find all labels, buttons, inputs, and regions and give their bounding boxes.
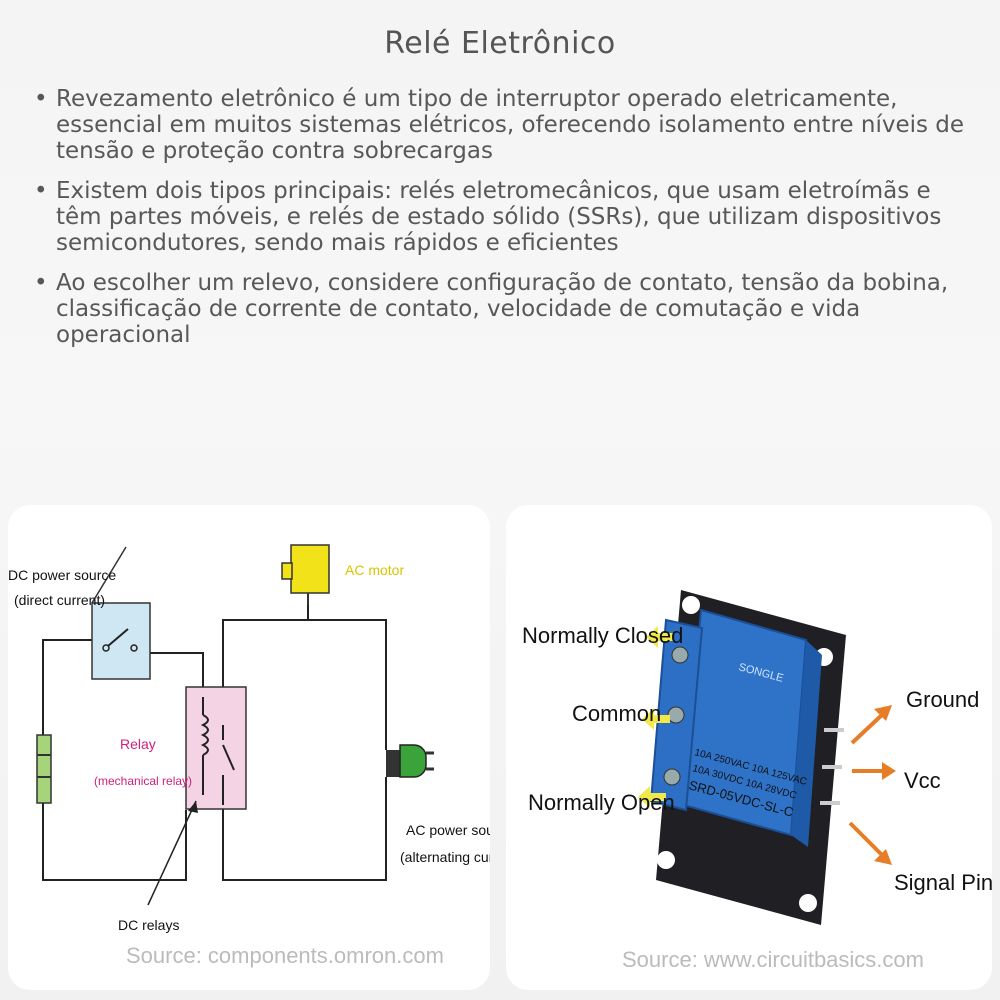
image-source-left: Source: components.omron.com xyxy=(126,943,444,968)
common-label: Common xyxy=(572,701,661,726)
page-title: Relé Eletrônico xyxy=(384,26,616,61)
arrow-icon xyxy=(638,786,666,808)
bullet-dot: • xyxy=(34,86,48,112)
signal-pin-label: Signal Pin xyxy=(894,870,992,895)
arrow-icon xyxy=(848,821,886,859)
relay-sublabel: (mechanical relay) xyxy=(94,774,192,788)
relay-module-image: SONGLE 10A 250VAC 10A 125VAC 10A 30VDC 1… xyxy=(506,505,992,990)
bullet-text: Existem dois tipos principais: relés ele… xyxy=(56,178,942,256)
bullet-text: Revezamento eletrônico é um tipo de inte… xyxy=(56,86,965,164)
ac-motor-icon xyxy=(281,544,330,605)
arrow-icon xyxy=(646,626,674,648)
arrow-icon xyxy=(850,711,886,745)
dc-power-source-sublabel: (direct current) xyxy=(14,592,105,608)
bullet-list: • Revezamento eletrônico é um tipo de int… xyxy=(32,86,972,362)
dc-power-source-label: DC power source xyxy=(8,567,116,583)
image-source-right: Source: www.circuitbasics.com xyxy=(622,947,924,972)
ac-power-source-label: AC power source xyxy=(406,822,490,838)
bullet-dot: • xyxy=(34,270,48,296)
bullet-item: • Revezamento eletrônico é um tipo de int… xyxy=(32,86,972,164)
relay-module-diagram: SONGLE 10A 250VAC 10A 125VAC 10A 30VDC 1… xyxy=(522,590,992,972)
arrow-icon xyxy=(642,708,670,730)
ac-plug-icon xyxy=(386,744,434,778)
bullet-item: • Existem dois tipos principais: relés el… xyxy=(32,178,972,256)
ac-motor-label: AC motor xyxy=(345,562,404,578)
normally-closed-label: Normally Closed xyxy=(522,623,683,648)
relay-label: Relay xyxy=(120,736,156,752)
ground-label: Ground xyxy=(906,687,979,712)
dc-switch-icon xyxy=(91,546,151,680)
ac-power-source-sublabel: (alternating current) xyxy=(400,849,490,865)
bullet-text: Ao escolher um relevo, considere configu… xyxy=(56,270,949,348)
normally-open-label: Normally Open xyxy=(528,790,675,815)
relay-circuit-image: DC power source (direct current) AC moto… xyxy=(8,505,490,990)
dc-relays-label: DC relays xyxy=(118,917,179,933)
bullet-item: • Ao escolher um relevo, considere config… xyxy=(32,270,972,348)
vcc-label: Vcc xyxy=(904,768,941,793)
bullet-dot: • xyxy=(34,178,48,204)
relay-icon xyxy=(185,686,247,810)
relay-circuit-diagram: DC power source (direct current) AC moto… xyxy=(8,544,490,968)
battery-icon xyxy=(36,734,52,804)
